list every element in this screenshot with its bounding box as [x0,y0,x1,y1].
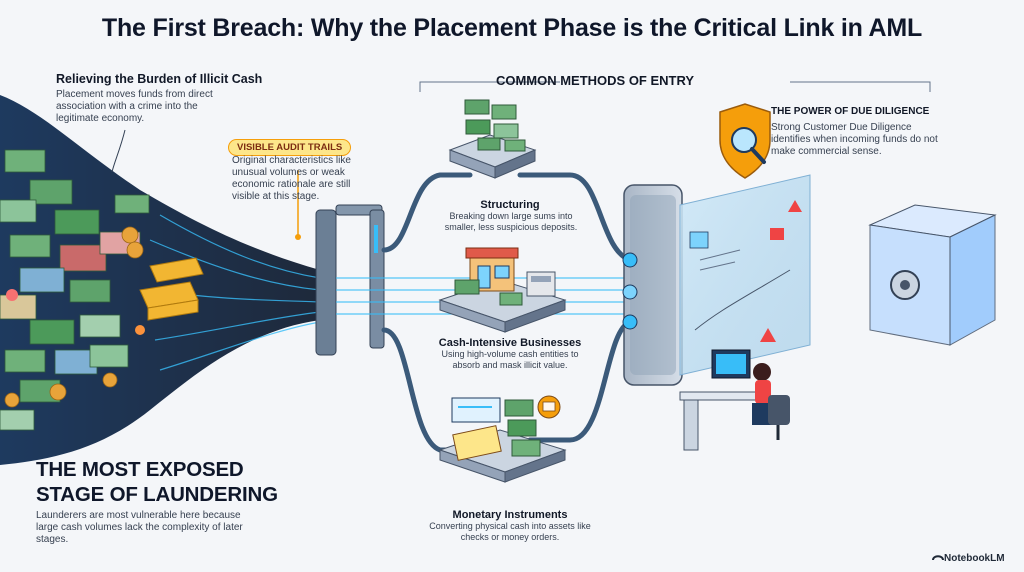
bank-server [622,184,683,386]
gold-bars [139,257,204,321]
structuring-illustration [448,99,537,179]
method-monetary-instruments-title: Monetary Instruments [452,509,568,521]
monitoring-screen [679,174,811,376]
audit-connector-dot [295,234,301,240]
analyst-workstation [679,349,790,451]
method-cash-business-title: Cash-Intensive Businesses [438,337,582,349]
cash-stacks [0,149,150,431]
burden-description: Placement moves funds from direct associ… [56,89,213,124]
page-title: The First Breach: Why the Placement Phas… [101,14,923,42]
method-cash-business-description: Using high-volume cash entities to absor… [441,349,579,370]
burn-accents [6,289,145,335]
method-pipes [381,172,633,453]
exposed-stage-description: Launderers are most vulnerable here beca… [36,510,243,545]
notebooklm-logo-icon [932,555,944,561]
brand-label: NotebookLM [944,553,1005,564]
methods-heading: COMMON METHODS OF ENTRY [495,73,695,88]
coins [4,226,144,408]
due-diligence-shield-icon [719,103,771,179]
due-diligence-heading: THE POWER OF DUE DILIGENCE [771,106,930,117]
method-structuring-description: Breaking down large sums into smaller, l… [444,211,578,232]
due-diligence-description: Strong Customer Due Diligence identifies… [771,122,938,157]
audit-trails-description: Original characteristics like unusual vo… [232,155,351,202]
cash-pile-group [0,95,321,465]
burden-connector-line [111,129,126,173]
burden-heading: Relieving the Burden of Illicit Cash [56,72,263,86]
audit-trails-badge: VISIBLE AUDIT TRAILS [228,139,352,156]
method-monetary-instruments-description: Converting physical cash into assets lik… [429,521,591,542]
methods-bracket [419,81,931,92]
exposed-stage-heading: THE MOST EXPOSED STAGE OF LAUNDERING [36,458,278,506]
cash-business-illustration [438,247,567,333]
method-structuring-title: Structuring [480,199,540,211]
monetary-instruments-illustration [438,395,567,483]
vault-icon [868,204,997,346]
scanner-gate [315,204,385,356]
